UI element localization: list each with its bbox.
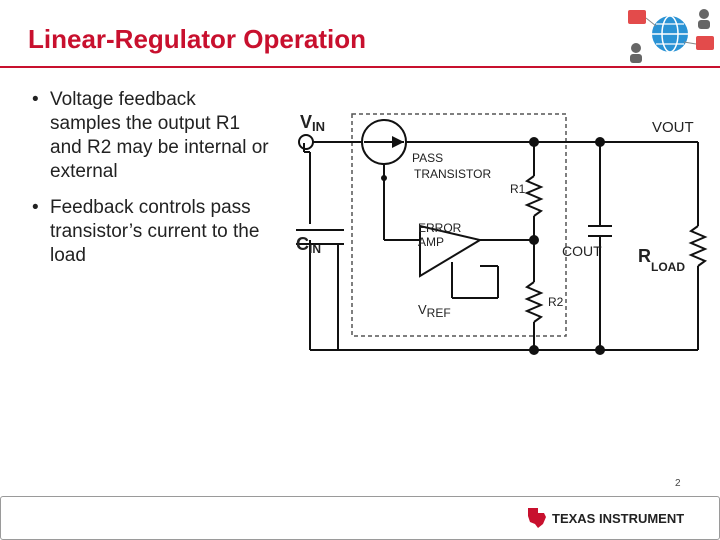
pass-transistor-label: PASS (412, 151, 443, 165)
connected-globe-icon (628, 9, 714, 63)
r2-label: R2 (548, 295, 564, 309)
vin-label: VIN (300, 112, 325, 134)
error-amp-label: ERROR (418, 221, 462, 235)
page-number: 2 (675, 478, 681, 489)
cin-label: CIN (296, 234, 321, 256)
texas-state-icon (528, 508, 546, 528)
bullet-list: Voltage feedback samples the output R1 a… (30, 88, 270, 280)
vout-label: VOUT (652, 119, 694, 136)
slide-title: Linear-Regulator Operation (28, 24, 367, 54)
regulator-ic-box (351, 113, 567, 337)
footer-bar (0, 496, 720, 540)
error-amp-label: AMP (418, 235, 444, 249)
vref-label: VREF (418, 302, 451, 320)
texas-instruments-logo: TEXAS INSTRUMENTS (528, 508, 684, 528)
error-amp-symbol (419, 224, 483, 278)
vin-terminal (298, 134, 314, 150)
r2-resistor (524, 281, 544, 323)
cout-label: COUT (562, 243, 602, 259)
title-divider (0, 66, 720, 68)
rload-resistor (688, 225, 708, 267)
bullet-item: Feedback controls pass transistor’s curr… (30, 196, 270, 268)
r1-label: R1 (510, 182, 526, 196)
bullet-item: Voltage feedback samples the output R1 a… (30, 88, 270, 184)
rload-label: RLOAD (638, 246, 685, 274)
r1-resistor (524, 175, 544, 217)
svg-text:TEXAS INSTRUMENTS: TEXAS INSTRUMENTS (552, 511, 684, 526)
pass-transistor-label: TRANSISTOR (414, 167, 491, 181)
